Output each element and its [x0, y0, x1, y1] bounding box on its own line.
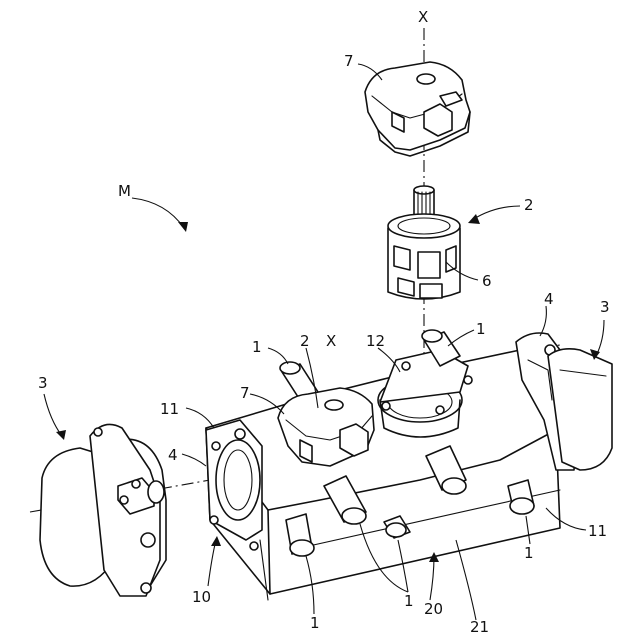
- label-1-bottom-right: 1: [524, 544, 534, 562]
- label-6: 6: [482, 272, 492, 290]
- label-1-top-left: 1: [252, 338, 262, 356]
- label-M: M: [118, 182, 131, 200]
- label-3-right: 3: [600, 298, 610, 316]
- leader-1-top-left: [268, 348, 288, 364]
- arrow-M: [132, 198, 184, 228]
- leader-4-left: [182, 454, 206, 466]
- arrow-2-top: [472, 206, 520, 220]
- label-1-bottom-mid: 1: [404, 592, 414, 610]
- arrow-3-left: [44, 394, 62, 436]
- label-4-left: 4: [168, 446, 178, 464]
- leader-11-left: [186, 408, 214, 428]
- label-7-mid: 7: [240, 384, 250, 402]
- motor-left: [40, 424, 166, 596]
- label-7-top: 7: [344, 52, 354, 70]
- label-4-right: 4: [544, 290, 554, 308]
- leader-4-right: [540, 306, 546, 336]
- arrow-10: [208, 540, 216, 586]
- label-axis-x-mid: X: [326, 332, 336, 350]
- arrowhead-2-top: [468, 214, 480, 224]
- label-20: 20: [424, 600, 443, 618]
- label-3-left: 3: [38, 374, 48, 392]
- label-21: 21: [470, 618, 489, 636]
- label-axis-x-top: X: [418, 8, 428, 26]
- arrowhead-M: [178, 222, 188, 232]
- leader-21: [456, 540, 476, 620]
- label-2-top: 2: [524, 196, 534, 214]
- label-1-bottom-left: 1: [310, 614, 320, 632]
- label-12: 12: [366, 332, 385, 350]
- arrow-20: [430, 556, 434, 600]
- valve-housing: [206, 330, 578, 600]
- label-11-right: 11: [588, 522, 607, 540]
- label-2-mid: 2: [300, 332, 310, 350]
- arrowhead-10: [211, 536, 221, 546]
- valve-rotor: [388, 186, 460, 299]
- label-11-left: 11: [160, 400, 179, 418]
- arrowhead-3-left: [56, 430, 66, 440]
- sensor-cap-top: [365, 62, 470, 156]
- label-1-top-right: 1: [476, 320, 486, 338]
- arrow-3-right: [596, 320, 604, 356]
- label-10: 10: [192, 588, 211, 606]
